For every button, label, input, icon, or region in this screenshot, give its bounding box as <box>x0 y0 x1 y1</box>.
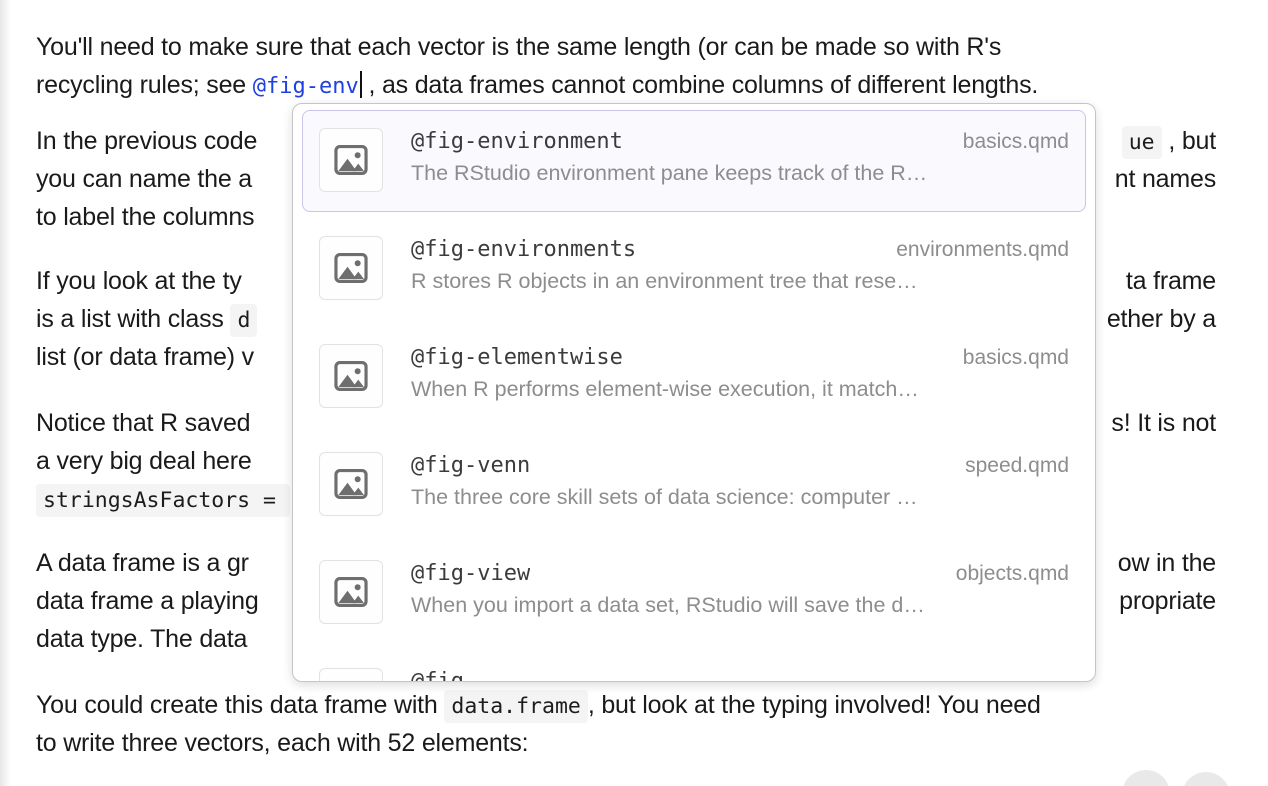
figure-caption: The three core skill sets of data scienc… <box>411 485 918 509</box>
body-text: Notice that R saved <box>36 409 251 437</box>
image-icon <box>319 452 383 516</box>
body-text: ow in the <box>1117 549 1216 577</box>
body-text: A data frame is a gr <box>36 549 249 577</box>
autocomplete-item-fig-venn[interactable]: @fig-venn speed.qmd The three core skill… <box>302 434 1086 536</box>
dots-icon: ·· <box>1142 780 1150 786</box>
paragraph: Notice that R saved s! It is not a very … <box>36 404 1268 518</box>
floating-button-left[interactable]: ·· <box>1122 770 1170 786</box>
text-cursor <box>359 71 362 98</box>
crossref-id: @fig-elementwise <box>411 345 623 370</box>
body-text: propriate <box>1119 587 1216 615</box>
crossref-id: @fig-venn <box>411 453 531 478</box>
crossref-autocomplete-popup: @fig-environment basics.qmd The RStudio … <box>292 103 1096 682</box>
source-file: basics.qmd <box>962 130 1069 153</box>
inline-code: stringsAsFactors = <box>36 484 290 517</box>
image-icon <box>319 560 383 624</box>
image-icon <box>319 668 383 681</box>
body-text: , as data frames cannot combine columns … <box>361 71 1039 99</box>
body-text: You could create this data frame with <box>36 691 445 719</box>
body-text: , but <box>1161 127 1216 155</box>
figure-caption: R stores R objects in an environment tre… <box>411 269 918 293</box>
body-text: to label the columns <box>36 203 255 231</box>
body-text: a very big deal here <box>36 447 252 475</box>
body-text: s! It is not <box>1111 409 1216 437</box>
source-file: objects.qmd <box>955 562 1069 585</box>
crossref-id: @fig-view <box>411 561 531 586</box>
paragraph: You could create this data frame with da… <box>36 686 1268 762</box>
image-icon <box>319 344 383 408</box>
crossref-id: @fig-environments <box>411 237 637 262</box>
autocomplete-item-fig-elementwise[interactable]: @fig-elementwise basics.qmd When R perfo… <box>302 326 1086 428</box>
body-text: you can name the a <box>36 165 252 193</box>
crossref-id: @fig-environment <box>411 129 623 154</box>
body-text: list (or data frame) v <box>36 343 254 371</box>
body-text: You'll need to make sure that each vecto… <box>36 33 1002 61</box>
figure-caption: The RStudio environment pane keeps track… <box>411 161 928 185</box>
body-text: to write three vectors, each with 52 ele… <box>36 729 529 757</box>
autocomplete-item-fig-environment[interactable]: @fig-environment basics.qmd The RStudio … <box>302 110 1086 212</box>
image-icon <box>319 236 383 300</box>
autocomplete-item-partial[interactable]: @fig- <box>302 650 1086 682</box>
body-text: data type. The data <box>36 625 248 653</box>
paragraph: A data frame is a gr ow in the data fram… <box>36 544 1268 658</box>
crossref-id: @fig- <box>411 669 478 682</box>
figure-caption: When you import a data set, RStudio will… <box>411 593 925 617</box>
inline-code: d <box>230 304 258 337</box>
source-file: basics.qmd <box>962 346 1069 369</box>
floating-button-right[interactable] <box>1182 772 1230 786</box>
body-text: data frame a playing <box>36 587 259 615</box>
autocomplete-item-fig-view[interactable]: @fig-view objects.qmd When you import a … <box>302 542 1086 644</box>
crossref-input[interactable]: @fig-env <box>252 74 359 99</box>
body-text: ether by a <box>1106 305 1216 333</box>
source-file: environments.qmd <box>896 238 1069 261</box>
body-text: If you look at the ty <box>36 267 242 295</box>
paragraph: In the previous code ue , but you can na… <box>36 122 1268 236</box>
pane-edge <box>0 0 10 786</box>
source-file: speed.qmd <box>965 454 1069 477</box>
body-text: In the previous code <box>36 127 258 155</box>
paragraph: You'll need to make sure that each vecto… <box>36 28 1268 104</box>
autocomplete-item-fig-environments[interactable]: @fig-environments environments.qmd R sto… <box>302 218 1086 320</box>
figure-caption: When R performs element-wise execution, … <box>411 377 919 401</box>
inline-code: data.frame <box>444 690 588 723</box>
body-text: ta frame <box>1125 267 1216 295</box>
body-text: recycling rules; see <box>36 71 253 99</box>
body-text: , but look at the typing involved! You n… <box>587 691 1041 719</box>
body-text: is a list with class <box>36 305 231 333</box>
body-text: nt names <box>1114 165 1216 193</box>
paragraph: If you look at the ty ta frame is a list… <box>36 262 1268 376</box>
image-icon <box>319 128 383 192</box>
inline-code: ue <box>1121 126 1162 159</box>
